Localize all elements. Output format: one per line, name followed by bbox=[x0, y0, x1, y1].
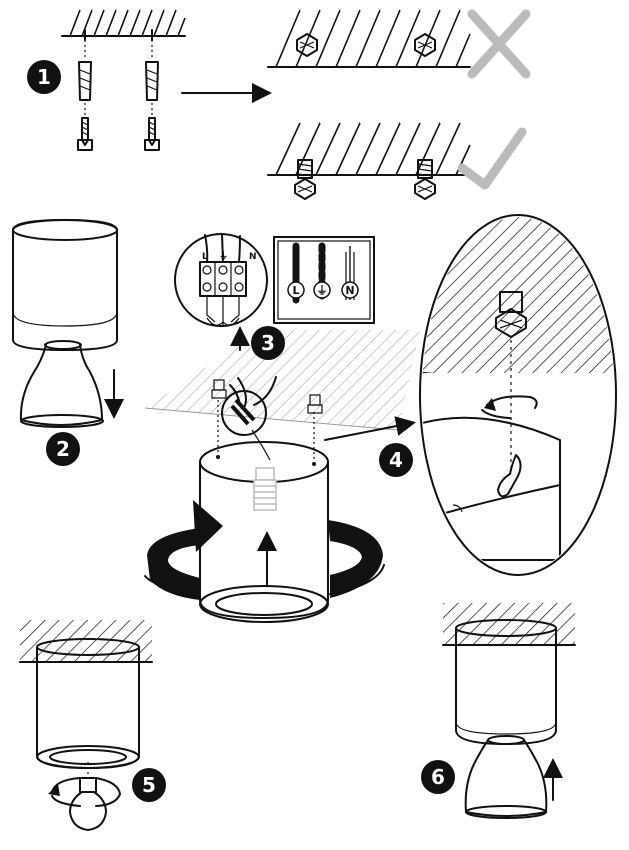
terminal-label-l: L bbox=[202, 252, 208, 262]
svg-text:L: L bbox=[292, 284, 299, 297]
central-fixture bbox=[144, 400, 385, 623]
step-6-glass-shade bbox=[464, 735, 548, 819]
step-5-badge: 5 bbox=[132, 768, 166, 802]
step-1-number: 1 bbox=[37, 65, 51, 89]
ceiling-screw-right bbox=[307, 394, 323, 414]
step-3-group: L ⏚ N L ⏚ N bbox=[144, 233, 420, 461]
screw-right bbox=[144, 117, 160, 151]
wall-anchor-left bbox=[78, 61, 92, 101]
wire-earth: ⏚ bbox=[313, 242, 331, 304]
terminal-block-callout: L ⏚ N bbox=[174, 233, 268, 327]
cable-to-socket bbox=[251, 429, 271, 461]
wall-anchor-right bbox=[145, 61, 159, 101]
step-1-group: 1 bbox=[27, 9, 272, 151]
screw-protruding-right bbox=[414, 159, 436, 200]
screw-protruding-left bbox=[294, 159, 316, 200]
step-1-ceiling bbox=[61, 9, 186, 41]
svg-text:⏚: ⏚ bbox=[317, 284, 328, 297]
step-4-number: 4 bbox=[389, 448, 403, 472]
screw-left bbox=[77, 117, 93, 151]
step-5-group: 5 bbox=[19, 620, 166, 831]
wire-live: L bbox=[287, 242, 305, 304]
wire-neutral: N bbox=[341, 246, 359, 300]
step-3-number: 3 bbox=[261, 331, 275, 355]
screw-head-flush-right bbox=[414, 33, 436, 57]
screw-head-flush-left bbox=[296, 33, 318, 57]
step-1-badge: 1 bbox=[27, 60, 61, 94]
step-6-badge: 6 bbox=[421, 760, 455, 794]
detail-ellipse bbox=[419, 214, 617, 576]
check-mark-icon bbox=[457, 127, 527, 190]
detail-rotate-arrow-icon bbox=[481, 395, 538, 419]
step-6-number: 6 bbox=[431, 765, 445, 789]
connector-circle bbox=[221, 376, 277, 436]
ceiling-screw-left bbox=[211, 379, 227, 399]
wrong-mark-icon bbox=[467, 9, 531, 79]
terminal-label-n: N bbox=[249, 252, 257, 262]
step-4-badge: 4 bbox=[379, 443, 413, 477]
keyhole-slot bbox=[497, 454, 522, 498]
bulb-rotate-arrow-icon bbox=[48, 777, 121, 807]
step-4-pointer-arrow bbox=[324, 416, 416, 441]
ceiling-plane bbox=[145, 330, 420, 430]
wrong-installation bbox=[267, 9, 531, 79]
correct-installation bbox=[267, 122, 527, 200]
wire-legend: L ⏚ N bbox=[273, 236, 375, 324]
lamp-socket bbox=[253, 467, 277, 511]
rotate-arrow-icon bbox=[144, 500, 385, 600]
glass-shade bbox=[19, 340, 104, 428]
step-2-badge: 2 bbox=[46, 432, 80, 466]
step-3-badge: 3 bbox=[251, 326, 285, 360]
lamp-housing bbox=[12, 219, 118, 351]
step-2-group: 2 bbox=[12, 219, 124, 466]
light-bulb bbox=[69, 777, 107, 831]
step-6-group: 6 bbox=[421, 603, 576, 819]
detail-screw bbox=[495, 291, 527, 338]
step-5-number: 5 bbox=[142, 773, 156, 797]
step-2-number: 2 bbox=[56, 437, 70, 461]
svg-text:N: N bbox=[345, 284, 354, 297]
